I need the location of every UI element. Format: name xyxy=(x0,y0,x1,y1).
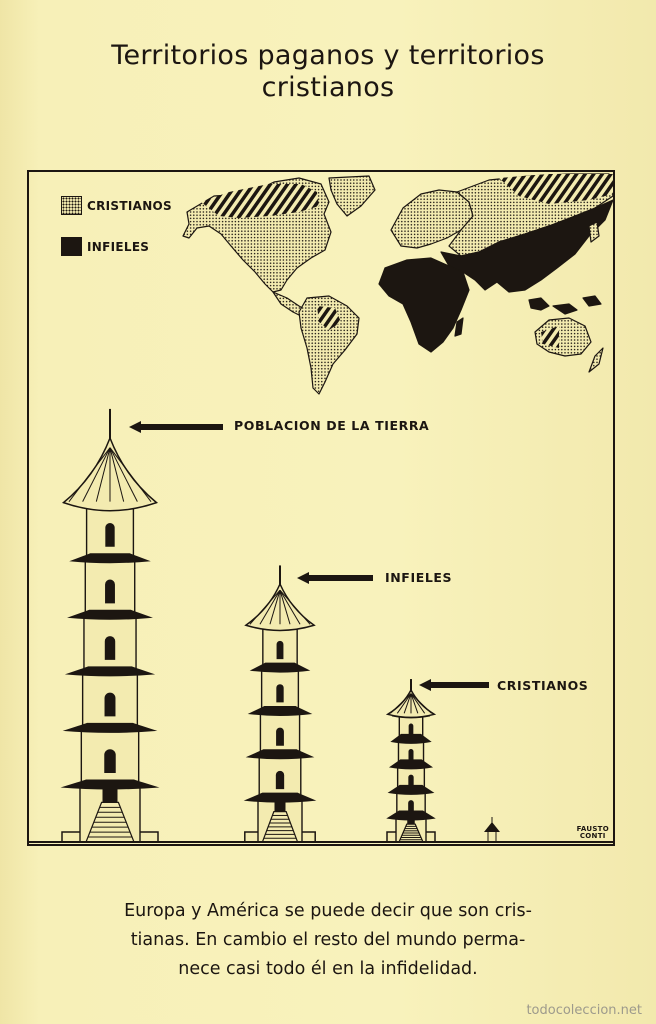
tower-poblacion xyxy=(60,408,160,843)
title-line-2: cristianos xyxy=(261,72,395,103)
map-madagascar xyxy=(454,317,464,337)
title-line-1: Territorios paganos y territorios xyxy=(111,40,545,71)
tower-tiny xyxy=(484,817,500,843)
map-south-america xyxy=(298,295,360,395)
legend-cristianos: CRISTIANOS xyxy=(61,196,172,215)
diagram-frame: CRISTIANOS INFIELES POBLACION DE LA TIER… xyxy=(27,170,615,846)
caption: Europa y América se puede decir que son … xyxy=(40,897,616,984)
map-siberia-hatch xyxy=(499,174,613,204)
towers xyxy=(60,408,500,843)
map-new-zealand xyxy=(588,347,604,373)
signature-line-1: FAUSTO xyxy=(576,825,609,833)
watermark: todocoleccion.net xyxy=(526,1003,642,1018)
legend-infieles: INFIELES xyxy=(61,237,149,256)
arrow-infieles xyxy=(297,572,373,584)
map-southern-asia xyxy=(440,199,613,293)
caption-line-1: Europa y América se puede decir que son … xyxy=(124,901,532,921)
map-japan xyxy=(588,221,600,243)
label-poblacion: POBLACION DE LA TIERRA xyxy=(234,418,430,433)
world-map xyxy=(182,173,613,395)
arrow-poblacion xyxy=(129,421,223,433)
artist-signature: FAUSTO CONTI xyxy=(577,826,609,840)
legend-label-infieles: INFIELES xyxy=(87,239,150,254)
caption-line-2: tianas. En cambio el resto del mundo per… xyxy=(130,930,526,950)
map-north-america-hatch xyxy=(201,184,319,218)
map-indonesia xyxy=(528,295,602,315)
tower-infieles xyxy=(243,565,317,843)
map-australia-hatch xyxy=(541,326,559,348)
signature-line-2: CONTI xyxy=(579,832,606,840)
caption-line-3: nece casi todo él en la infidelidad. xyxy=(178,959,478,979)
map-greenland xyxy=(328,175,376,217)
arrows xyxy=(129,421,489,691)
legend-label-cristianos: CRISTIANOS xyxy=(87,198,172,213)
legend-swatch-cristianos xyxy=(61,196,82,215)
legend-swatch-infieles xyxy=(61,237,82,256)
tower-cristianos xyxy=(385,679,437,843)
label-cristianos: CRISTIANOS xyxy=(497,678,589,693)
page-title: Territorios paganos y territorios cristi… xyxy=(40,40,616,104)
label-infieles: INFIELES xyxy=(385,570,453,585)
diagram-drawing xyxy=(29,173,613,843)
map-australia xyxy=(534,317,592,357)
map-africa xyxy=(378,257,470,353)
arrow-cristianos xyxy=(419,679,489,691)
map-south-america-hatch xyxy=(317,306,341,330)
